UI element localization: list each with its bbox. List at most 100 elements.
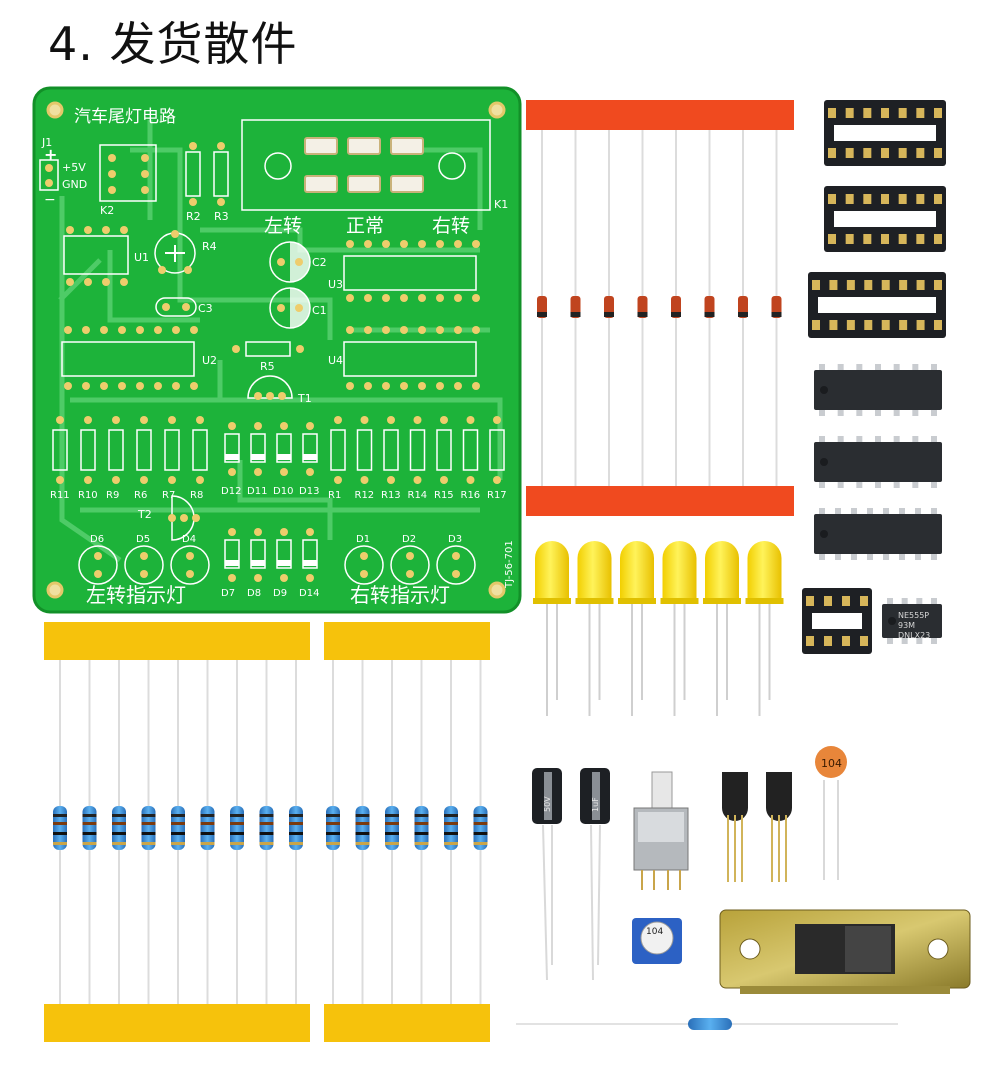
ic-mark: DNLX23	[898, 631, 930, 640]
pcb-label-d13: D13	[299, 486, 319, 497]
resistor	[82, 660, 97, 1004]
board-code: TJ-56-701	[504, 540, 515, 589]
label-k1: K1	[494, 198, 508, 211]
pcb-label-d10: D10	[273, 486, 293, 497]
yellow-led	[533, 541, 571, 716]
pcb-label-d9: D9	[273, 588, 287, 599]
pcb-label-d1: D1	[356, 534, 370, 545]
label-u3: U3	[328, 278, 343, 291]
pcb-board: 汽车尾灯电路 J1 + +5V GND − K2 R2 R3 K1 左转 正常 …	[32, 86, 522, 614]
pcb-title: 汽车尾灯电路	[74, 107, 176, 127]
mode-label-right: 右转	[432, 215, 470, 237]
ic-chip	[814, 364, 942, 416]
resistor	[200, 660, 215, 1004]
mode-label-normal: 正常	[346, 215, 384, 237]
ceramic-capacitor: 104	[815, 746, 847, 880]
resistor	[473, 660, 488, 1004]
ic-mark: NE555P	[898, 611, 929, 620]
yellow-led	[660, 541, 699, 716]
diode	[671, 130, 681, 486]
ic-chip	[814, 436, 942, 488]
resistor	[289, 660, 303, 1004]
resistor	[355, 660, 370, 1004]
resistor	[444, 660, 458, 1004]
label-c3: C3	[198, 302, 213, 315]
push-switch	[633, 771, 689, 890]
led-parts	[533, 541, 784, 716]
pcb-label-d3: D3	[448, 534, 462, 545]
single-resistor	[516, 1018, 898, 1030]
yellow-led	[618, 541, 656, 716]
resistor	[385, 660, 399, 1004]
pcb-label-d8: D8	[247, 588, 261, 599]
label-r5: R5	[260, 360, 275, 373]
diode	[637, 130, 648, 486]
ic-socket-8	[802, 588, 872, 654]
cap-mark-2: 1uF	[591, 797, 600, 812]
label-c2: C2	[312, 256, 327, 269]
pcb-label-d14: D14	[299, 588, 319, 599]
diode	[771, 130, 782, 486]
resistor-tape-right	[324, 622, 490, 1042]
resistor-tape-left	[44, 622, 310, 1042]
mode-label-left: 左转	[264, 215, 302, 237]
pcb-label-r14: R14	[408, 490, 428, 501]
label-r4: R4	[202, 240, 217, 253]
label-t2: T2	[137, 508, 152, 521]
ic-mark: 93M	[898, 621, 915, 630]
left-indicator-label: 左转指示灯	[86, 583, 186, 607]
diode	[537, 130, 547, 486]
diode	[704, 130, 715, 486]
resistor	[326, 660, 340, 1004]
pcb-label-d5: D5	[136, 534, 150, 545]
ceramic-mark: 104	[821, 757, 842, 770]
pcb-label-r10: R10	[78, 490, 98, 501]
resistor	[171, 660, 185, 1004]
yellow-led	[575, 541, 614, 716]
pcb-label-d6: D6	[90, 534, 104, 545]
diode	[570, 130, 581, 486]
diode	[604, 130, 614, 486]
cap-mark-1: 50V	[543, 796, 552, 812]
trimmer-potentiometer: 104	[632, 918, 682, 964]
transistors	[722, 772, 792, 882]
pcb-label-r16: R16	[461, 490, 481, 501]
pcb-label-d4: D4	[182, 534, 196, 545]
pcb-label-d2: D2	[402, 534, 416, 545]
yellow-led	[703, 541, 741, 716]
electrolytic-capacitors: 50V 1uF	[532, 768, 610, 981]
pcb-label-r8: R8	[190, 490, 203, 501]
pcb-label-r1: R1	[328, 490, 341, 501]
pcb-label-d12: D12	[221, 486, 241, 497]
pcb-label-r9: R9	[106, 490, 119, 501]
resistor	[230, 660, 244, 1004]
resistor	[259, 660, 274, 1004]
label-minus: −	[44, 192, 56, 208]
right-indicator-label: 右转指示灯	[350, 583, 450, 607]
label-gnd: GND	[62, 178, 87, 191]
label-r3: R3	[214, 210, 229, 223]
resistor	[141, 660, 156, 1004]
label-c1: C1	[312, 304, 327, 317]
pcb-label-d7: D7	[221, 588, 235, 599]
ic-chip-555	[882, 598, 942, 644]
label-u2: U2	[202, 354, 217, 367]
label-k2: K2	[100, 204, 114, 217]
pcb-label-r11: R11	[50, 490, 70, 501]
label-j1: J1	[41, 136, 52, 149]
label-t1: T1	[297, 392, 312, 405]
slide-switch	[719, 909, 971, 994]
pcb-label-r13: R13	[381, 490, 401, 501]
resistor	[112, 660, 126, 1004]
ic-socket-14	[824, 186, 946, 252]
label-plus: +	[44, 145, 57, 164]
page-title: 4. 发货散件	[48, 17, 298, 71]
pcb-label-r7: R7	[162, 490, 175, 501]
yellow-led	[745, 541, 784, 716]
diode-tape	[526, 100, 794, 516]
ic-socket-16	[808, 272, 946, 338]
pcb-label-r17: R17	[487, 490, 507, 501]
label-vcc: +5V	[62, 161, 86, 174]
